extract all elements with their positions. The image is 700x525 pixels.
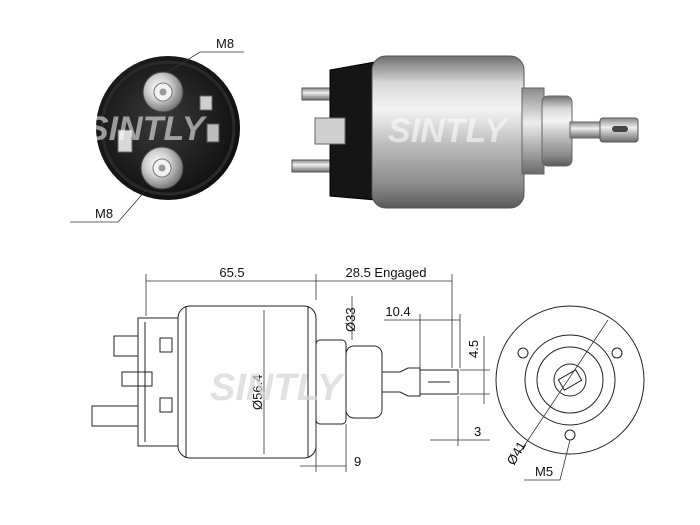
dim-engaged-travel: 28.5 Engaged xyxy=(346,265,427,280)
top-terminal-leader xyxy=(167,51,244,73)
upper-stud xyxy=(301,87,333,101)
mount-hole-right xyxy=(611,347,623,359)
mount-thread-leader xyxy=(524,439,571,481)
side-drawing xyxy=(91,274,490,472)
bottom-terminal-stud xyxy=(140,146,184,190)
side-spade-terminal xyxy=(314,117,346,145)
front-plunger-circle xyxy=(553,363,587,397)
dim-mount-thread: M5 xyxy=(535,464,553,479)
watermark-end-view: SINTLY xyxy=(86,110,208,148)
front-drawing xyxy=(495,305,645,481)
dim-nose-diameter: Ø33 xyxy=(343,307,358,332)
drawing-upper-stud xyxy=(113,335,139,357)
watermark-side-view: SINTLY xyxy=(388,112,510,150)
bottom-terminal-leader xyxy=(70,189,147,223)
front-outer-circle xyxy=(495,305,645,455)
dim-slot-offset: 3 xyxy=(474,424,481,439)
end-view-photo xyxy=(70,51,244,223)
mount-hole-left xyxy=(517,347,529,359)
spade-terminal xyxy=(117,95,220,153)
drawing-plunger-eye xyxy=(419,369,459,395)
dim-flange-offset: 9 xyxy=(354,454,361,469)
mount-hole-bottom xyxy=(564,429,576,441)
dim-body-diameter: Ø56.4 xyxy=(250,375,265,410)
lower-stud xyxy=(291,159,333,173)
dim-plunger-length: 10.4 xyxy=(385,304,410,319)
drawing-spade xyxy=(121,371,153,387)
bottom-terminal-label: M8 xyxy=(95,206,113,221)
dim-bolt-circle: Ø41 xyxy=(504,439,529,468)
drawing-lower-stud xyxy=(91,405,139,427)
drawing-cap xyxy=(137,317,179,447)
watermark-drawing: SINTLY xyxy=(210,367,346,409)
top-terminal-stud xyxy=(142,71,184,113)
drawing-plunger xyxy=(381,367,421,397)
top-terminal-label: M8 xyxy=(216,36,234,51)
dim-body-length: 65.5 xyxy=(219,265,244,280)
bolt-circle-leader xyxy=(519,319,609,453)
end-cap xyxy=(96,56,240,200)
dim-slot-width: 4.5 xyxy=(466,340,481,358)
side-nose xyxy=(521,87,545,175)
side-plunger xyxy=(569,121,605,139)
front-nose-circle xyxy=(524,334,616,426)
side-view-photo xyxy=(291,55,639,209)
